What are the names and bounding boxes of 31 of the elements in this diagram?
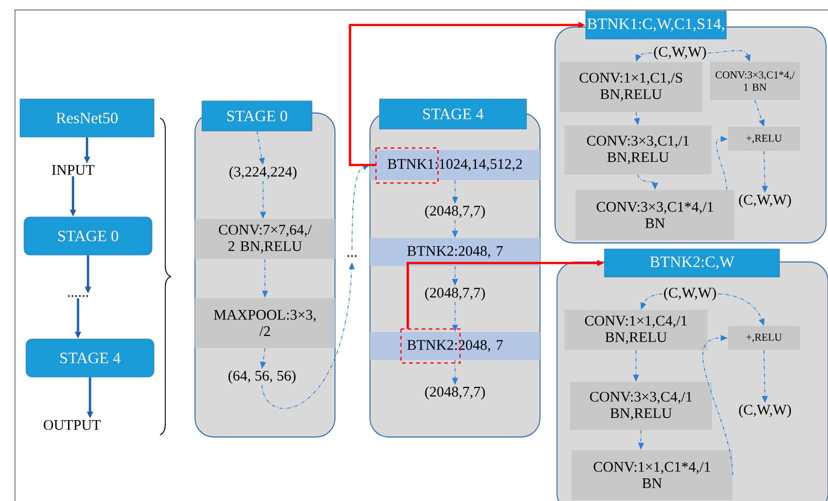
label-text: (C,W,W) <box>739 404 791 418</box>
layer-band: MAXPOOL:3×3, /2 <box>195 298 335 348</box>
layer-box: +,RELU <box>728 127 800 151</box>
label-text: (2048,7,7) <box>425 205 485 219</box>
heading-box: ResNet50 <box>20 98 154 138</box>
layer-box: CONV:3×3,C1*4,/1 BN <box>576 190 734 240</box>
label-text: (C,W,W) <box>654 46 706 60</box>
layer-box: +,RELU <box>728 326 800 350</box>
layer-box: CONV:3×3,C1,/1 BN,RELU <box>564 126 712 174</box>
label-text: (2048,7,7) <box>425 386 485 400</box>
label-text: OUTPUT <box>44 420 101 430</box>
stage-box: STAGE 4 <box>26 338 154 378</box>
block-band: BTNK2:2048, 7 <box>370 238 540 266</box>
block-band: BTNK1:1024,14,512,2 <box>370 150 540 180</box>
layer-box: CONV:3×3,C1*4,/ 1 BN <box>710 62 800 100</box>
layer-box: CONV:3×3,C4,/1 BN,RELU <box>570 382 712 430</box>
label-text: (2048,7,7) <box>425 287 485 301</box>
block-band: BTNK2:2048, 7 <box>370 332 540 360</box>
label-text: (C,W,W) <box>739 194 791 208</box>
layer-box: CONV:1×1,C1*4,/1 BN <box>572 450 732 500</box>
layer-box: CONV:1×1,C4,/1 BN,RELU <box>564 310 708 350</box>
label-text: INPUT <box>52 165 94 175</box>
layer-box: CONV:1×1,C1,/S BN,RELU <box>560 62 702 112</box>
layer-band: CONV:7×7,64,/ 2 BN,RELU <box>195 219 335 259</box>
label-text: (3,224,224) <box>229 166 297 180</box>
label-text: ... <box>347 255 357 257</box>
label-text: ...... <box>68 295 88 297</box>
label-text: (C,W,W) <box>664 287 716 301</box>
arrow <box>702 334 734 476</box>
label-text: (64, 56, 56) <box>228 370 296 384</box>
stage-box: STAGE 0 <box>24 216 152 256</box>
